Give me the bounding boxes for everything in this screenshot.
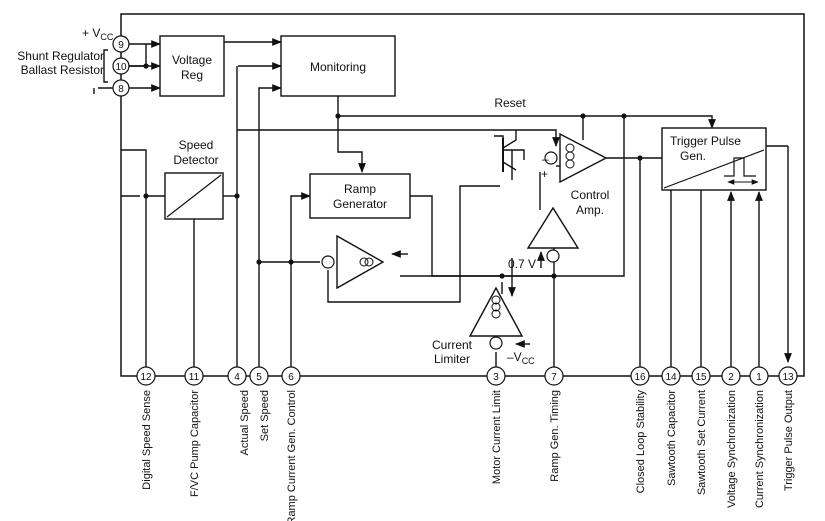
transistor — [502, 130, 517, 172]
chip-outline — [120, 13, 805, 377]
wires — [93, 38, 792, 367]
speed-detector-line2: Detector — [173, 153, 218, 167]
monitoring-label: Monitoring — [310, 60, 366, 74]
ramp-generator-line1: Ramp — [344, 182, 376, 196]
pin-7-label: Ramp Gen. Timing — [549, 390, 561, 482]
ramp-generator-block: Ramp Generator — [309, 173, 411, 219]
pin-16-label: Closed Loop Stability — [635, 390, 647, 494]
voltage-reg-block: Voltage Reg — [159, 35, 225, 97]
pin-14: 14 Sawtooth Capacitor — [661, 366, 681, 486]
pin-2: 2 Voltage Synchronization — [721, 366, 741, 508]
pin-10-num: 10 — [115, 62, 127, 73]
pin-8-num: 8 — [118, 84, 124, 95]
bottom-pins: 12 Digital Speed Sense 11 F/VC Pump Capa… — [136, 366, 798, 521]
svg-text:14: 14 — [665, 372, 677, 383]
voltage-reg-line1: Voltage — [172, 53, 212, 67]
pin-6-label: Ramp Current Gen. Control — [286, 390, 298, 521]
pin-7: 7 Ramp Gen. Timing — [544, 366, 564, 482]
svg-text:13: 13 — [782, 372, 794, 383]
vcc-label: + VCC — [82, 26, 114, 42]
speed-detector-block: Speed Detector — [164, 138, 224, 220]
pin-12: 12 Digital Speed Sense — [136, 366, 156, 490]
reference-amp: 0.7 V — [508, 206, 580, 271]
pin-11: 11 F/VC Pump Capacitor — [184, 366, 204, 497]
pin-11-label: F/VC Pump Capacitor — [189, 390, 201, 497]
svg-text:11: 11 — [189, 372, 200, 383]
pin-3-label: Motor Current Limit — [491, 390, 503, 484]
svg-text:5: 5 — [256, 372, 262, 383]
pin-5-label: Set Speed — [259, 390, 271, 441]
svg-text:4: 4 — [234, 372, 240, 383]
pin-12-label: Digital Speed Sense — [141, 390, 153, 490]
control-amp: – + Control Amp. — [541, 132, 610, 217]
current-limiter: Current Limiter — [432, 286, 530, 366]
speed-detector-line1: Speed — [179, 138, 214, 152]
voltage-reg-line2: Reg — [181, 68, 203, 82]
pin-4: 4 Actual Speed — [227, 366, 251, 455]
current-limiter-line2: Limiter — [434, 352, 470, 366]
reset-label: Reset — [494, 96, 526, 110]
supply-labels: + VCC –VCC Shunt Regulator Ballast Resis… — [17, 26, 535, 366]
trigger-pulse-block: Trigger Pulse Gen. — [661, 127, 767, 191]
pin-16: 16 Closed Loop Stability — [630, 366, 650, 494]
pin-3: 3 Motor Current Limit — [486, 366, 506, 484]
control-amp-line2: Amp. — [576, 203, 604, 217]
trigger-pulse-line1: Trigger Pulse — [670, 134, 741, 148]
pin-4-label: Actual Speed — [239, 390, 251, 455]
svg-text:7: 7 — [551, 372, 557, 383]
shunt-line1: Shunt Regulator — [17, 49, 104, 63]
svg-text:2: 2 — [728, 372, 734, 383]
svg-text:1: 1 — [756, 372, 762, 383]
pin-13: 13 Trigger Pulse Output — [778, 366, 798, 491]
svg-text:16: 16 — [634, 372, 646, 383]
left-pins: 9 10 8 — [112, 35, 130, 97]
ramp-generator-line2: Generator — [333, 197, 387, 211]
svg-text:12: 12 — [140, 372, 152, 383]
control-amp-plus: + — [541, 167, 548, 181]
svg-text:15: 15 — [695, 372, 707, 383]
control-amp-line1: Control — [571, 188, 610, 202]
pin-14-label: Sawtooth Capacitor — [666, 390, 678, 486]
svg-text:3: 3 — [493, 372, 499, 383]
ramp-comparator — [321, 234, 408, 290]
pin-1: 1 Current Synchronization — [749, 366, 769, 508]
pin-15-label: Sawtooth Set Current — [696, 390, 708, 495]
pin-2-label: Voltage Synchronization — [726, 390, 738, 508]
control-amp-minus: – — [542, 152, 549, 166]
junction-dots — [143, 63, 643, 279]
voltage-0-7-label: 0.7 V — [508, 257, 536, 271]
pin-6: 6 Ramp Current Gen. Control — [281, 366, 301, 521]
shunt-line2: Ballast Resistor — [21, 63, 104, 77]
svg-text:6: 6 — [288, 372, 294, 383]
neg-vcc-label: –VCC — [507, 350, 535, 366]
trigger-pulse-line2: Gen. — [680, 149, 706, 163]
current-limiter-line1: Current — [432, 338, 473, 352]
pin-9-num: 9 — [118, 40, 124, 51]
pin-1-label: Current Synchronization — [754, 390, 766, 508]
pin-5: 5 Set Speed — [249, 366, 271, 441]
pin-13-label: Trigger Pulse Output — [783, 390, 795, 491]
monitoring-block: Monitoring — [280, 35, 396, 97]
pin-15: 15 Sawtooth Set Current — [691, 366, 711, 495]
